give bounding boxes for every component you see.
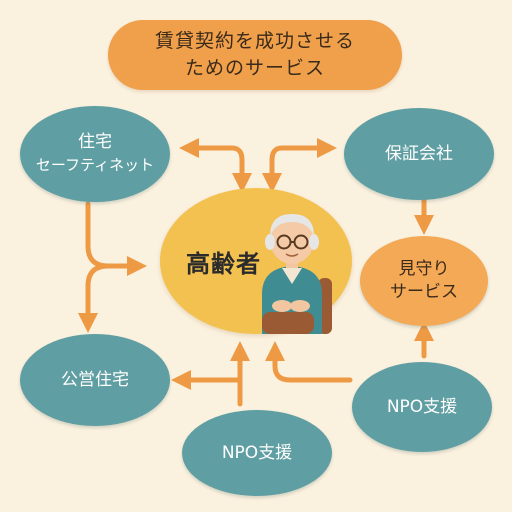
arrow xyxy=(229,145,252,193)
arrow xyxy=(265,341,353,383)
node-public-housing: 公営住宅 xyxy=(20,334,170,426)
center-label: 高齢者 xyxy=(186,250,261,278)
safety-net-line-2: セーフティネット xyxy=(35,156,155,174)
node-housing-safety-net: 住宅 セーフティネット xyxy=(20,106,170,202)
title-banner: 賃貸契約を成功させる ためのサービス xyxy=(108,20,402,90)
watch-line-1: 見守り xyxy=(398,259,450,279)
node-watch-service: 見守り サービス xyxy=(360,236,488,326)
title-line-1: 賃貸契約を成功させる xyxy=(154,30,355,52)
npo-bottom-label: NPO支援 xyxy=(221,442,293,463)
arrow xyxy=(78,263,111,333)
node-guarantee-company: 保証会社 xyxy=(344,108,494,200)
watch-line-2: サービス xyxy=(390,282,458,302)
node-npo-support-right: NPO支援 xyxy=(352,362,492,452)
safety-net-line-1: 住宅 xyxy=(78,132,112,152)
node-npo-support-bottom: NPO支援 xyxy=(182,410,332,496)
arrow xyxy=(262,145,285,193)
npo-right-label: NPO支援 xyxy=(386,396,458,417)
title-line-2: ためのサービス xyxy=(184,57,325,79)
public-housing-label: 公営住宅 xyxy=(61,369,129,390)
guarantee-label: 保証会社 xyxy=(385,143,453,164)
